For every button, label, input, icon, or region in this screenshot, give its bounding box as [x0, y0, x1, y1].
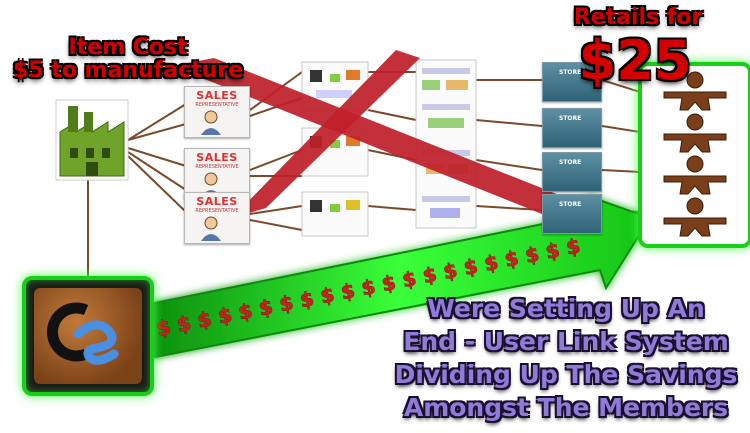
- caption-line-2: End - User Link System: [403, 327, 729, 356]
- store-icon: STORE: [542, 152, 602, 192]
- retails-for-label: Retails for: [573, 5, 703, 30]
- store-label: STORE: [559, 201, 582, 208]
- company-logo: [22, 276, 154, 396]
- item-cost-line-1: Item Cost: [68, 35, 188, 60]
- factory-icon: [55, 99, 129, 181]
- item-cost-line-2: $5 to manufacture: [12, 58, 244, 84]
- store-icon: STORE: [542, 108, 602, 148]
- store-label: STORE: [559, 159, 582, 166]
- sales-subtitle: REPRESENTATIVE: [195, 164, 239, 170]
- sales-subtitle: REPRESENTATIVE: [195, 208, 239, 214]
- sales-title: SALES: [196, 89, 238, 102]
- store-label: STORE: [559, 69, 582, 76]
- store-label: STORE: [559, 115, 582, 122]
- process-thumbnails: [301, 59, 477, 237]
- sales-card-2: SALES REPRESENTATIVE: [184, 148, 250, 200]
- caption-line-3: Dividing Up The Savings: [394, 360, 738, 389]
- sales-title: SALES: [196, 151, 238, 164]
- company-logo-icon: [34, 288, 142, 384]
- caption-line-1: Were Setting Up An: [427, 294, 705, 323]
- caption-line-4: Amongst The Members: [403, 393, 729, 422]
- item-cost-caption: Item Cost $5 to manufacture: [8, 36, 248, 82]
- store-icon: STORE: [542, 62, 602, 102]
- store-icon: STORE: [542, 194, 602, 234]
- sales-card-1: SALES REPRESENTATIVE: [184, 86, 250, 138]
- end-users-box: [638, 62, 750, 248]
- person-icon: [663, 155, 727, 195]
- savings-caption: Were Setting Up An End - User Link Syste…: [386, 292, 746, 424]
- person-icon: [201, 110, 221, 135]
- sales-card-3: SALES REPRESENTATIVE: [184, 192, 250, 244]
- person-icon: [663, 197, 727, 237]
- people-icons: [663, 71, 727, 237]
- cross-out-mark: [172, 50, 592, 222]
- person-icon: [663, 71, 727, 111]
- sales-subtitle: REPRESENTATIVE: [195, 102, 239, 108]
- sales-title: SALES: [196, 195, 238, 208]
- person-icon: [201, 216, 221, 241]
- person-icon: [663, 113, 727, 153]
- retail-price: $25: [578, 29, 692, 92]
